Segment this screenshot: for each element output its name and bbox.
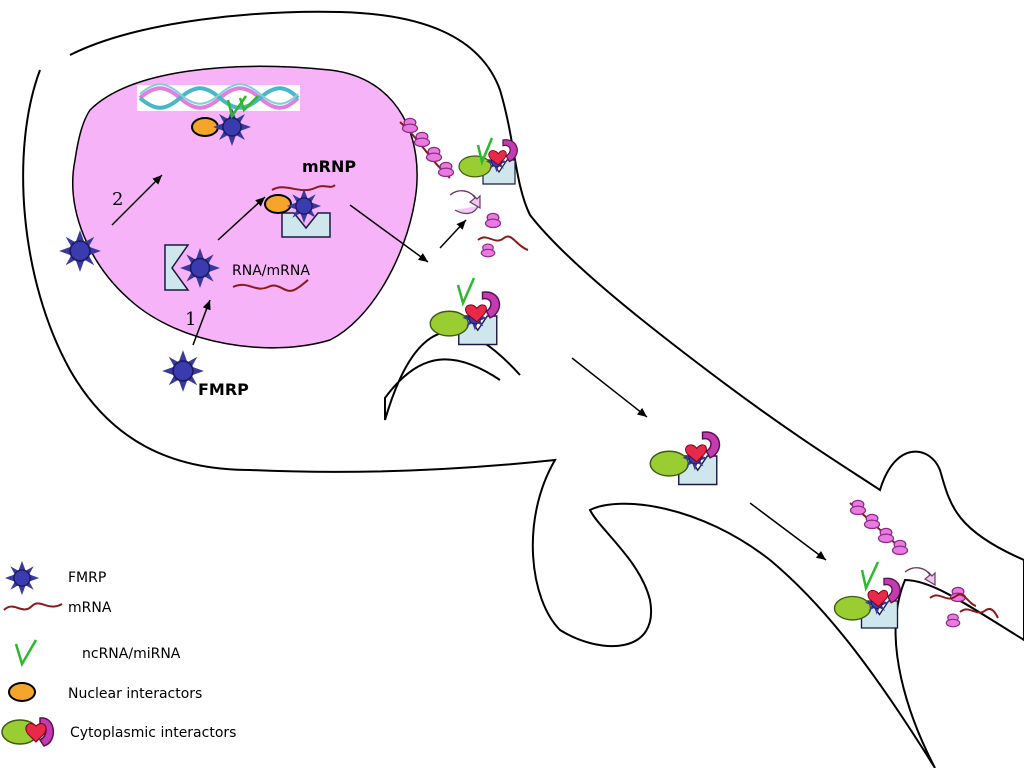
mrnp-label: mRNP <box>302 157 356 176</box>
mrna-free-lower-2 <box>959 608 999 619</box>
ncrna-check-icon <box>14 639 38 668</box>
polysome-lower <box>849 499 909 556</box>
legend-fmrp-label: FMRP <box>68 570 106 586</box>
arrow-export <box>349 204 429 263</box>
legend-ncrna-label: ncRNA/miRNA <box>82 646 181 662</box>
step-1-label: 1 <box>185 309 196 330</box>
ncrna-lower <box>860 561 880 592</box>
ncrna-mid-1 <box>456 277 476 307</box>
mrnp-complex <box>264 184 336 238</box>
ribosome-free-upper-2 <box>480 243 496 258</box>
ribosome-free-upper <box>484 212 502 229</box>
release-arrows <box>449 190 481 215</box>
rna-strand <box>232 279 309 292</box>
ncrna-upper <box>476 137 494 167</box>
step-2-label: 2 <box>112 189 123 210</box>
ribosome-free-lower-2 <box>945 613 961 628</box>
ncrna-mark <box>226 95 259 119</box>
arrow-2 <box>111 174 163 226</box>
legend: FMRP mRNA ncRNA/miRNA Nuclear interactor… <box>1 560 236 747</box>
arrow-to-mrnp <box>217 196 266 241</box>
fmrp-label: FMRP <box>198 380 249 399</box>
fmrp-star-icon <box>4 560 40 596</box>
legend-mrna-label: mRNA <box>68 600 112 616</box>
release-arrows-lower <box>904 567 936 587</box>
mrna-squiggle-icon <box>3 602 63 611</box>
arrow-axon-2 <box>749 502 827 561</box>
arrow-1 <box>192 299 211 346</box>
nuclear-interactor-icon <box>8 682 36 702</box>
arrow-release <box>439 219 467 249</box>
polysome-upper <box>399 117 455 179</box>
arrow-axon-1 <box>571 357 648 418</box>
cytoplasmic-interactor-icon <box>1 717 54 747</box>
rna-mrna-label: RNA/mRNA <box>232 263 310 279</box>
binding-box-nuclear <box>164 244 190 291</box>
legend-cytoplasmic-label: Cytoplasmic interactors <box>70 725 236 741</box>
mrna-free-upper <box>477 235 529 251</box>
mrna-free-lower <box>929 593 977 607</box>
legend-nuclear-label: Nuclear interactors <box>68 686 202 702</box>
dna-helix <box>137 83 300 111</box>
complex-mid-2 <box>650 432 719 485</box>
nucleus <box>72 65 418 349</box>
